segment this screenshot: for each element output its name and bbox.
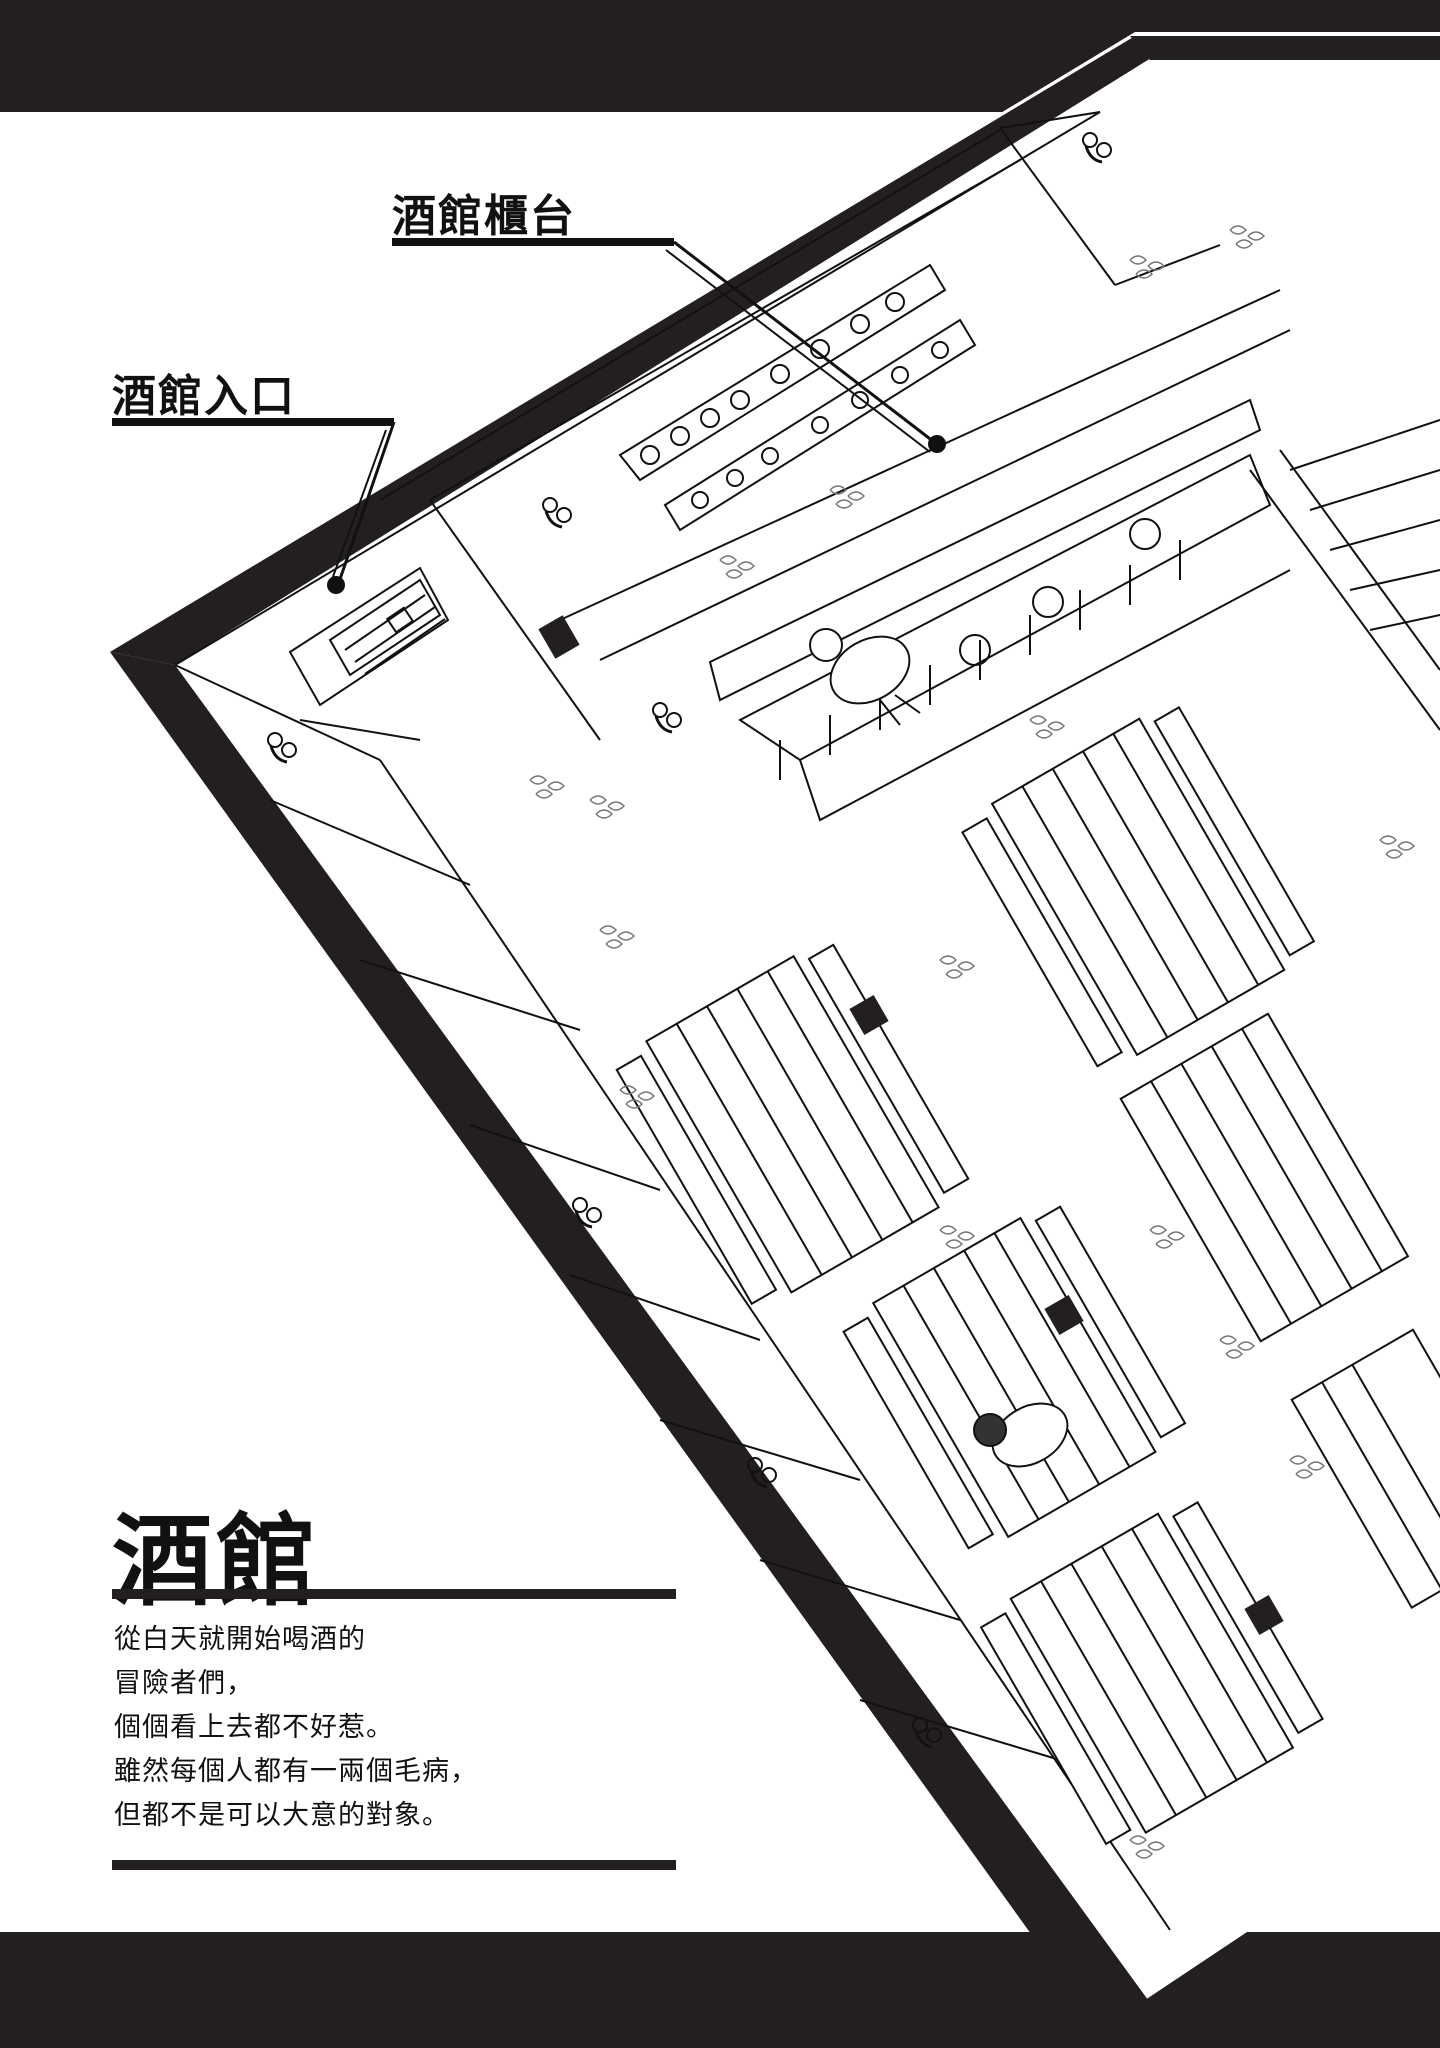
description-line: 個個看上去都不好惹。 (114, 1712, 394, 1743)
bottle-shelves (618, 263, 977, 532)
page-title: 酒館 (112, 1502, 320, 1620)
staircase (1249, 419, 1440, 731)
tables (615, 706, 1440, 1846)
tavern-counter (708, 398, 1291, 822)
adventurer-figure (973, 1402, 1069, 1468)
description-line: 但都不是可以大意的對象。 (114, 1800, 450, 1831)
title-rule (112, 1589, 676, 1599)
description: 從白天就開始喝酒的 冒險者們， 個個看上去都不好惹。 雖然每個人都有一兩個毛病，… (114, 1618, 674, 1838)
description-line: 雖然每個人都有一兩個毛病， (114, 1756, 478, 1787)
description-rule (112, 1860, 676, 1870)
left-wall (174, 664, 1171, 1931)
callout-entrance-label: 酒館入口 (112, 371, 296, 422)
back-wall (174, 111, 1291, 741)
callout-leaders (112, 238, 946, 594)
posts (538, 615, 1284, 1635)
callout-counter-label: 酒館櫃台 (392, 191, 576, 242)
description-line: 從白天就開始喝酒的 (114, 1624, 366, 1655)
barkeeper-figure (809, 628, 921, 726)
description-line: 冒險者們， (114, 1668, 254, 1699)
tavern-entrance-door (288, 566, 450, 707)
